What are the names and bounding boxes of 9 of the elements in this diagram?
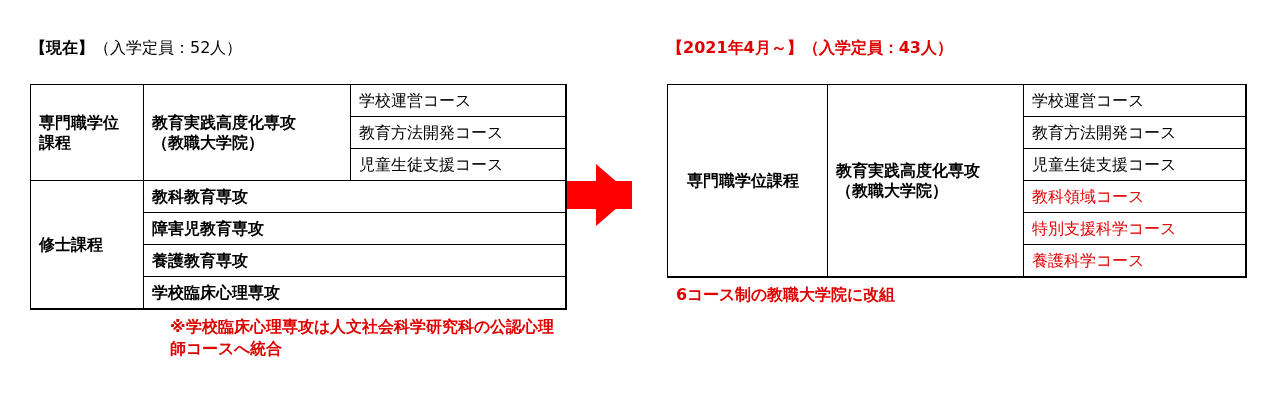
table-cell: 学校臨床心理専攻 — [143, 276, 567, 310]
course-table — [30, 84, 566, 309]
table-heading: 【現在】（入学定員：52人） — [30, 38, 243, 59]
arrow — [567, 164, 632, 226]
note-text: 6コース制の教職大学院に改組 — [676, 285, 896, 306]
course-table — [667, 84, 1246, 277]
note-text: ※学校臨床心理専攻は人文社会科学研究科の公認心理師コースへ統合 — [170, 316, 555, 360]
table-cell: 養護科学コース — [1023, 244, 1247, 278]
table-heading: 【2021年4月～】（入学定員：43人） — [667, 38, 953, 59]
